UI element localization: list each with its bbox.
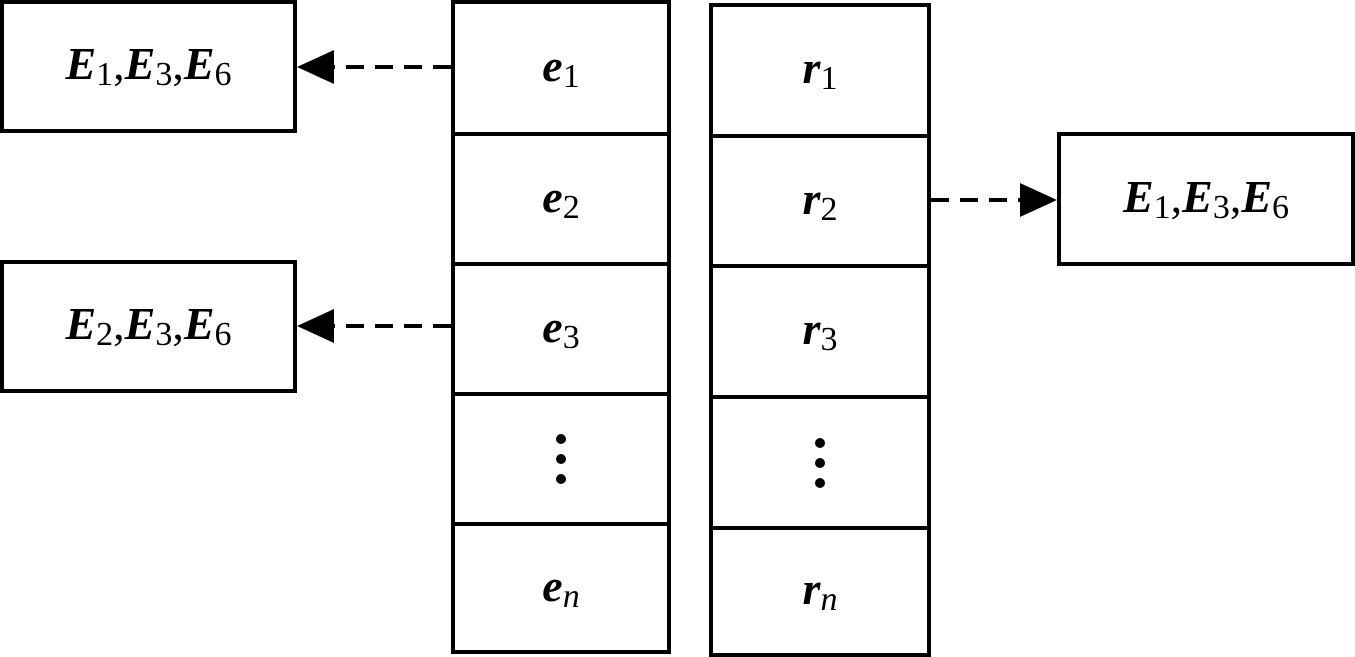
cell-divider bbox=[713, 264, 927, 268]
target-box-left-top: E1,E3,E6 bbox=[0, 0, 297, 133]
relation-cell-2: r2 bbox=[802, 172, 838, 228]
vertical-ellipsis-icon bbox=[815, 437, 825, 488]
entity-cell-3: e3 bbox=[542, 300, 580, 356]
entity-cell-1: e1 bbox=[542, 39, 580, 95]
entity-cell-2: e2 bbox=[542, 170, 580, 226]
arrow-r2-to-right bbox=[931, 183, 1057, 217]
arrow-e3-to-left-bottom bbox=[297, 309, 451, 343]
target-box-left-bottom: E2,E3,E6 bbox=[0, 260, 297, 393]
relation-cell-3: r3 bbox=[802, 303, 838, 358]
entity-cell-ellipsis bbox=[455, 396, 667, 522]
arrow-e1-to-left-top bbox=[297, 50, 451, 84]
cell-divider bbox=[455, 522, 667, 526]
cell-divider bbox=[713, 395, 927, 399]
box-label: E1,E3,E6 bbox=[1122, 170, 1290, 226]
cell-divider bbox=[455, 262, 667, 266]
relation-cell-1: r1 bbox=[802, 42, 838, 97]
relation-column: r1 r2 r3 rn bbox=[709, 3, 931, 657]
relation-cell-n: rn bbox=[802, 563, 838, 618]
box-label: E1,E3,E6 bbox=[65, 38, 232, 93]
cell-divider bbox=[455, 132, 667, 136]
relation-cell-ellipsis bbox=[713, 399, 927, 526]
cell-divider bbox=[713, 526, 927, 530]
target-box-right: E1,E3,E6 bbox=[1057, 132, 1355, 266]
cell-divider bbox=[713, 134, 927, 138]
entity-cell-n: en bbox=[542, 559, 580, 615]
entity-column: e1 e2 e3 en bbox=[451, 0, 671, 654]
cell-divider bbox=[455, 392, 667, 396]
vertical-ellipsis-icon bbox=[556, 434, 566, 484]
box-label: E2,E3,E6 bbox=[65, 298, 232, 353]
